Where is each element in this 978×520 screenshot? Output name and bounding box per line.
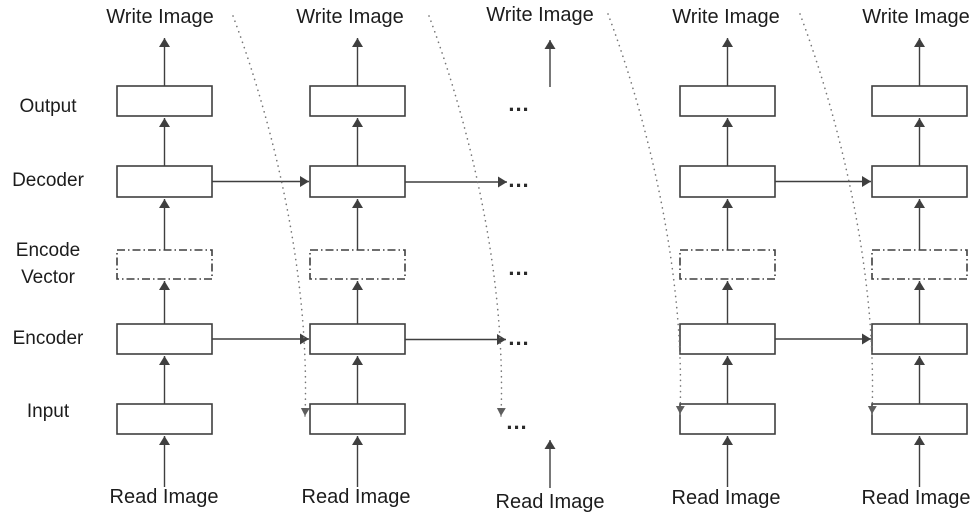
row-label-encode-vector: Encode Vector	[15, 240, 81, 288]
column-t5	[871, 38, 968, 487]
ellipsis-output: ...	[508, 91, 530, 116]
read-image-label-t1: Read Image	[109, 486, 219, 508]
write-image-label-t5: Write Image	[862, 6, 970, 28]
box-encode-vector-t4	[679, 249, 776, 280]
box-encode-vector-t5	[871, 249, 968, 280]
box-input-t4	[679, 403, 776, 435]
box-decoder-t1	[116, 165, 213, 198]
feedback-curve-t4-to-t5	[799, 13, 877, 415]
read-image-label-t4: Read Image	[671, 487, 781, 509]
read-image-label-t5: Read Image	[861, 487, 971, 509]
ellipsis-encoder: ...	[508, 325, 530, 350]
ellipsis-encode-vector: ...	[508, 255, 530, 280]
box-input-t1	[116, 403, 213, 435]
box-encode-vector-t1	[116, 249, 213, 280]
box-encoder-t2	[309, 323, 406, 355]
row-label-encoder: Encoder	[12, 328, 84, 349]
column-t1	[116, 38, 213, 487]
feedback-connections	[232, 13, 877, 417]
write-image-label-t2: Write Image	[296, 6, 404, 28]
recurrent-connections	[212, 176, 871, 345]
ellipsis-input: ...	[506, 409, 528, 434]
box-input-t2	[309, 403, 406, 435]
box-input-t5	[871, 403, 968, 435]
row-label-input: Input	[26, 401, 70, 422]
box-output-t2	[309, 85, 406, 117]
row-label-decoder: Decoder	[12, 170, 84, 191]
box-encoder-t1	[116, 323, 213, 355]
box-output-t4	[679, 85, 776, 117]
box-output-t1	[116, 85, 213, 117]
box-encoder-t5	[871, 323, 968, 355]
read-image-label-ellipsis: Read Image	[495, 491, 605, 513]
column-t4	[679, 38, 776, 487]
feedback-curve-t1-to-t2	[232, 15, 310, 417]
read-image-label-t2: Read Image	[301, 486, 411, 508]
column-t2	[309, 38, 406, 487]
box-encoder-t4	[679, 323, 776, 355]
box-decoder-t4	[679, 165, 776, 198]
box-output-t5	[871, 85, 968, 117]
write-image-label-t4: Write Image	[672, 6, 780, 28]
box-decoder-t2	[309, 165, 406, 198]
feedback-curve-t2-to-ellipsis	[428, 15, 506, 417]
feedback-curve-ellipsis-to-t4	[607, 13, 685, 415]
box-decoder-t5	[871, 165, 968, 198]
box-encode-vector-t2	[309, 249, 406, 280]
write-image-label-ellipsis: Write Image	[486, 4, 594, 26]
write-image-label-t1: Write Image	[106, 6, 214, 28]
ellipsis-decoder: ...	[508, 167, 530, 192]
row-label-output: Output	[19, 96, 77, 117]
